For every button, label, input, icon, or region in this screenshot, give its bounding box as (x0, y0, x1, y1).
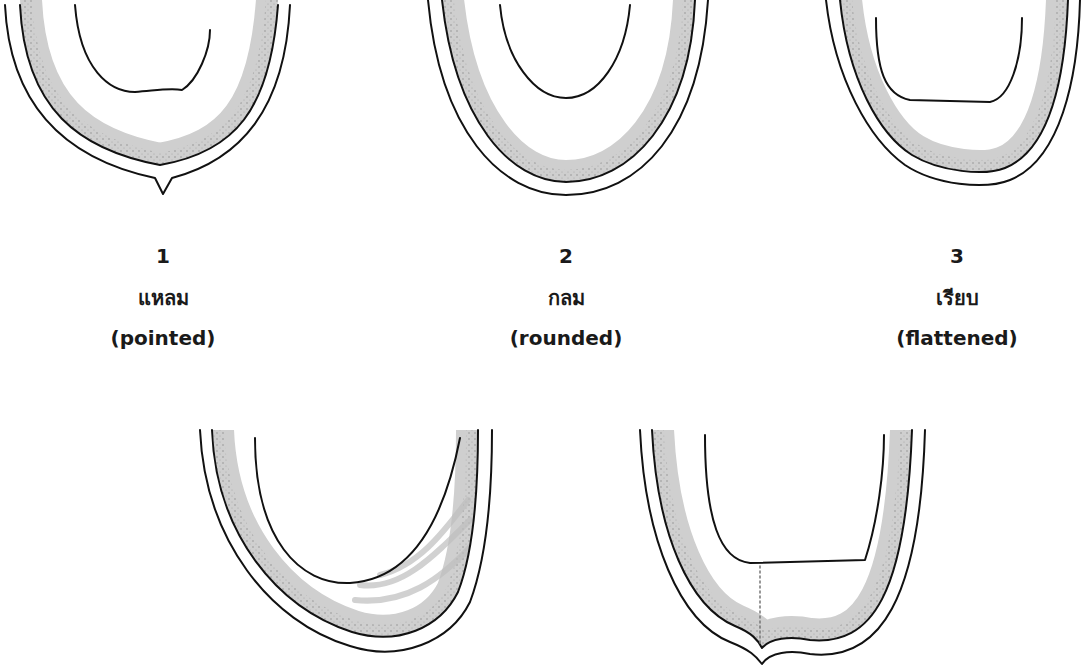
english-term: (rounded) (510, 326, 623, 350)
english-term: (flattened) (896, 326, 1017, 350)
flattened-shape (826, 0, 1080, 185)
thai-term: กลม (548, 286, 585, 310)
callout-number: 3 (950, 244, 964, 268)
notched-shape (640, 430, 925, 664)
pointed-shape (5, 0, 290, 194)
thai-term: เรียบ (936, 286, 979, 310)
thai-term: แหลม (138, 286, 189, 310)
rounded-shape (428, 0, 708, 195)
callout-number: 1 (156, 244, 170, 268)
asymmetric-shape (200, 430, 492, 652)
callout-number: 2 (559, 244, 573, 268)
english-term: (pointed) (111, 326, 216, 350)
